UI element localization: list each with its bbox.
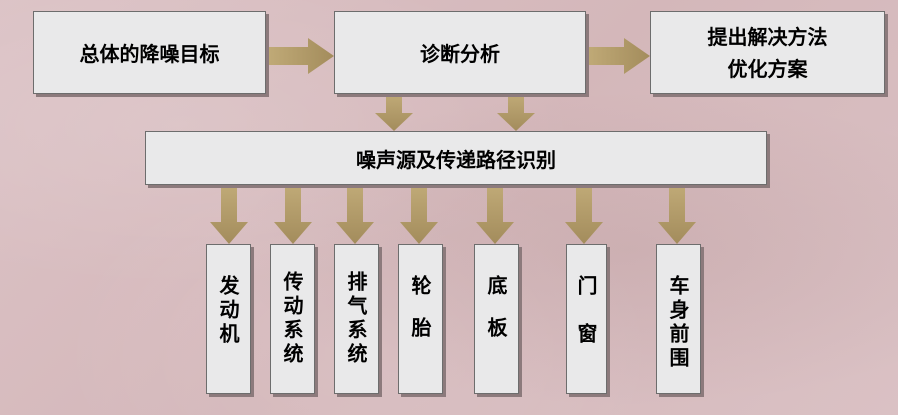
component-front-wall: 车身前围 [656,244,701,394]
component-tire: 轮胎 [398,244,443,394]
solution-label-line2: 优化方案 [727,56,808,81]
arrow-goal-to-diagnosis [266,38,334,74]
arrow-to-exhaust [336,183,374,244]
diagnosis-box: 诊断分析 [334,11,586,94]
goal-label: 总体的降噪目标 [79,42,220,66]
arrow-to-transmission [274,183,312,244]
arrow-to-engine [210,183,248,244]
component-floor: 底板 [474,244,519,394]
component-exhaust-label: 排气系统 [344,271,368,367]
diagnosis-label: 诊断分析 [420,42,500,66]
component-transmission-label: 传动系统 [280,271,304,367]
component-door-window: 门窗 [566,244,607,394]
component-engine-label: 发动机 [216,275,240,347]
identify-box: 噪声源及传递路径识别 [145,131,767,185]
component-floor-label: 底板 [484,275,508,359]
component-front-wall-label: 车身前围 [666,275,690,371]
arrow-diagnosis-to-identify-left [375,93,413,131]
arrow-to-floor [476,183,514,244]
solution-label-line1: 提出解决方法 [707,24,828,49]
identify-label: 噪声源及传递路径识别 [356,147,556,172]
arrow-diagnosis-to-identify-right [497,93,535,131]
arrow-to-front-wall [658,183,696,244]
goal-box: 总体的降噪目标 [33,11,266,94]
component-tire-label: 轮胎 [408,275,432,359]
solution-box: 提出解决方法 优化方案 [650,11,885,94]
arrow-to-door-window [565,183,603,244]
component-door-window-label: 门窗 [574,275,598,371]
arrow-to-tire [400,183,438,244]
component-transmission: 传动系统 [270,244,315,394]
component-exhaust: 排气系统 [334,244,379,394]
component-engine: 发动机 [206,244,251,394]
arrow-diagnosis-to-solution [585,38,650,74]
